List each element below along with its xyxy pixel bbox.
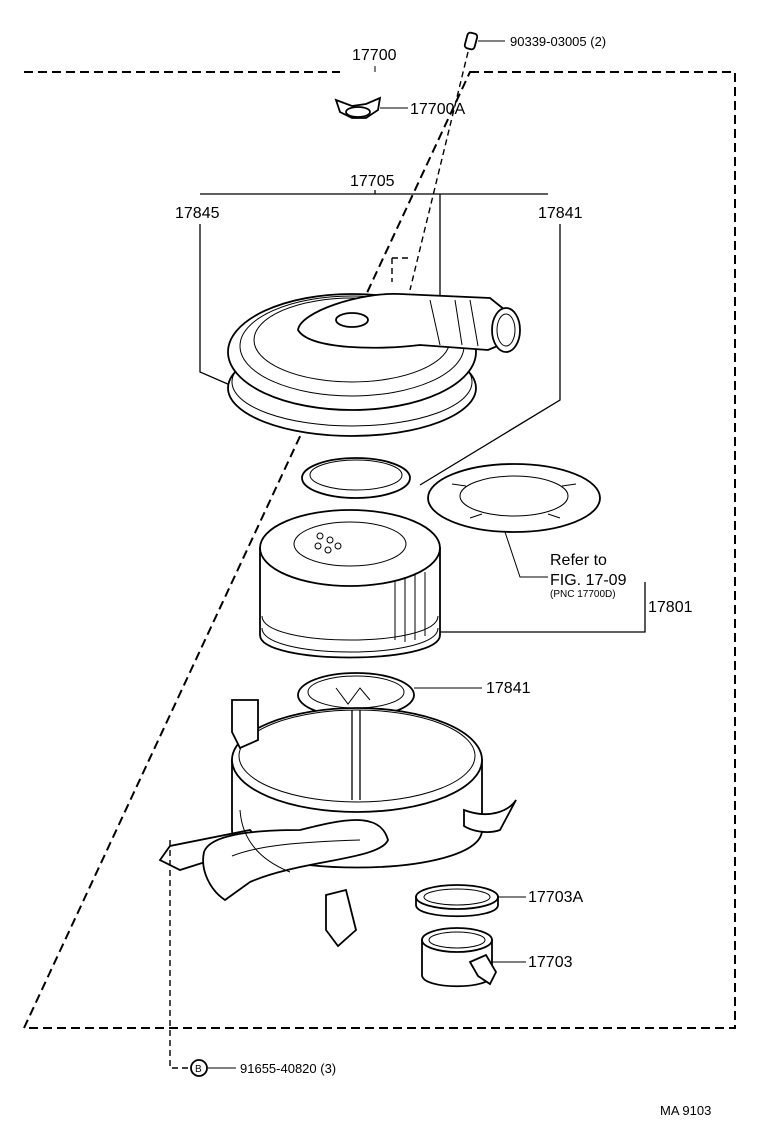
label-cap-left: 17845	[175, 205, 220, 222]
bolt-part	[409, 31, 505, 291]
label-refer-fig: FIG. 17-09	[550, 572, 627, 589]
label-hose-ring: 17703A	[528, 889, 583, 906]
label-assembly: 17700	[352, 47, 397, 64]
intake-hose	[421, 927, 526, 988]
element-reference-ring	[427, 463, 601, 578]
cap-bracket	[199, 190, 561, 486]
label-wing-nut: 17700A	[410, 101, 465, 118]
label-gasket: 17841	[486, 680, 531, 697]
label-refer-to: Refer to	[550, 552, 607, 569]
label-screw: 91655-40820 (3)	[240, 1061, 336, 1076]
air-filter-element	[259, 509, 646, 659]
label-refer-pnc: (PNC 17700D)	[550, 589, 616, 600]
filter-holes	[314, 532, 342, 554]
hose-ring	[415, 884, 526, 918]
wing-nut-part	[334, 96, 408, 119]
air-cleaner-cap	[227, 257, 521, 437]
label-element: 17801	[648, 599, 693, 616]
screw-symbol: B	[195, 1064, 202, 1075]
label-cap-sub-assy: 17705	[350, 173, 395, 190]
label-hose: 17703	[528, 954, 573, 971]
air-cleaner-case	[158, 699, 517, 948]
gasket-ring-upper	[301, 457, 411, 499]
label-bolt: 90339-03005 (2)	[510, 34, 606, 49]
label-cap-right: 17841	[538, 205, 583, 222]
assembly-boundary	[22, 71, 736, 1029]
screw-part: B	[190, 1059, 236, 1077]
footer-code: MA 9103	[660, 1103, 711, 1118]
